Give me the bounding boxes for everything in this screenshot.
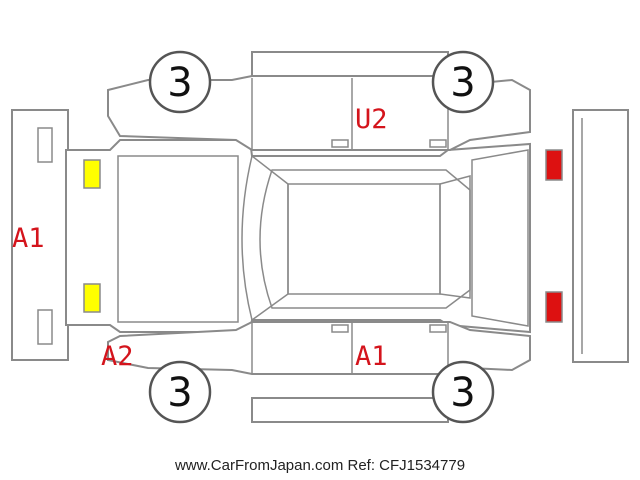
left-front-door-handle [331,324,349,333]
trunk-panel [471,149,529,327]
right-rear-door-handle [429,139,447,148]
wheel-front-left-rating: 3 [167,370,192,416]
right-side-body [107,75,531,151]
taillight-top [545,149,563,181]
front-bumper [11,109,69,361]
footer-reference: www.CarFromJapan.com Ref: CFJ1534779 [174,457,466,474]
left-side-body [107,321,531,375]
rear-bumper [572,109,629,363]
headlight-bottom [83,283,101,313]
hood-panel [117,155,239,323]
wheel-front-right: 3 [148,50,212,114]
right-front-door-handle [331,139,349,148]
windshield [241,154,289,322]
wheel-rear-right-rating: 3 [450,60,475,106]
wheel-rear-right: 3 [431,50,495,114]
front-bumper-slot-bottom [37,309,53,345]
wheel-rear-left: 3 [431,360,495,424]
damage-left-doors: A1 [355,341,388,372]
damage-right-doors: U2 [355,104,388,135]
roof-inner [259,169,471,309]
damage-front-left-corner: A2 [101,341,134,372]
left-rear-door-handle [429,324,447,333]
damage-front-bumper: A1 [12,223,45,254]
wheel-rear-left-rating: 3 [450,370,475,416]
wheel-front-left: 3 [148,360,212,424]
right-side-sill [251,51,449,77]
car-body [65,139,531,334]
wheel-front-right-rating: 3 [167,60,192,106]
front-bumper-slot-top [37,127,53,163]
left-side-sill [251,397,449,423]
headlight-top [83,159,101,189]
rear-window [439,175,471,299]
taillight-bottom [545,291,563,323]
